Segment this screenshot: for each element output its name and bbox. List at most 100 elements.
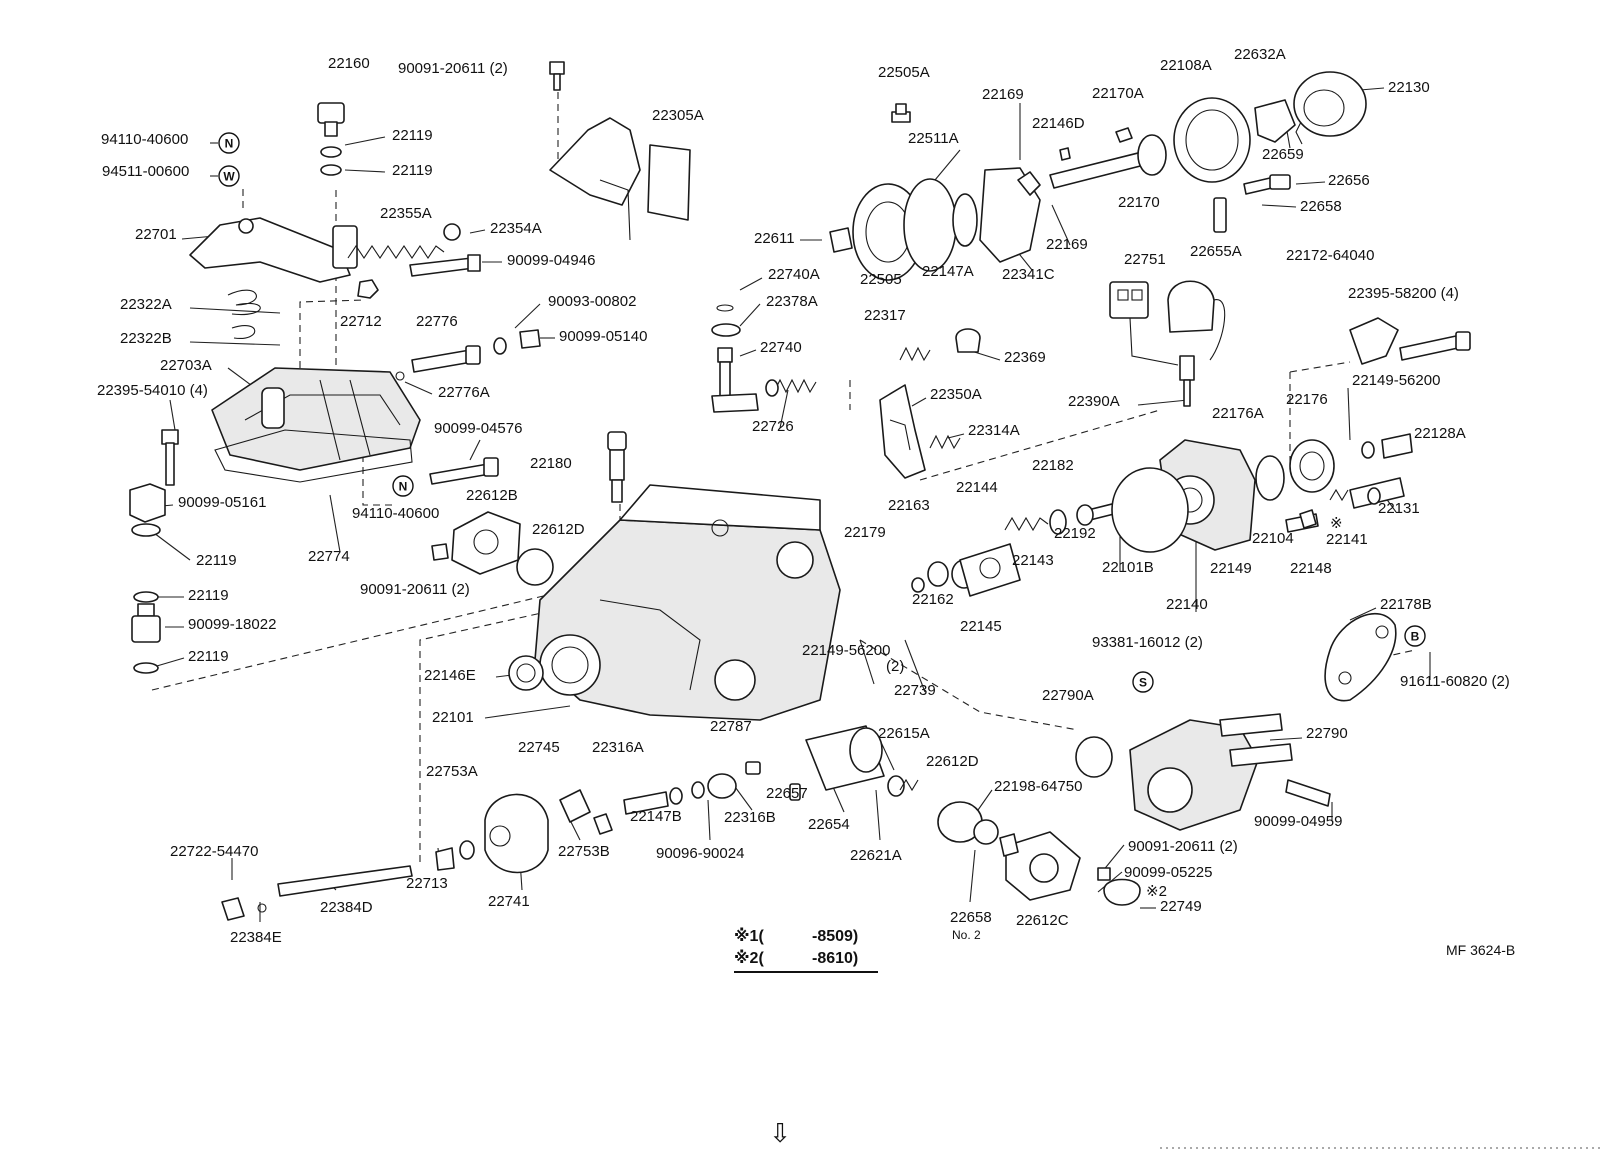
- part-number-label: (2): [886, 658, 904, 675]
- part-number-label: 94110-40600: [101, 131, 188, 148]
- circled-symbol-ring: [218, 165, 240, 187]
- circled-symbol-letter: N: [399, 480, 408, 494]
- part-screw-90099-04946: [409, 254, 481, 277]
- part-nut-22712: [357, 279, 379, 299]
- part-number-label: 22192: [1054, 525, 1096, 542]
- part-number-label: 22101B: [1102, 559, 1154, 576]
- part-number-label: 22169: [982, 86, 1024, 103]
- part-number-label: 22749: [1160, 898, 1202, 915]
- circled-symbol: N: [218, 132, 240, 154]
- part-number-label: 22612B: [466, 487, 518, 504]
- part-cap-90099-05161: [129, 483, 166, 537]
- leader-lines: [149, 87, 1431, 922]
- part-number-label: 22776A: [438, 384, 490, 401]
- part-number-label: 22104: [1252, 530, 1294, 547]
- part-number-label: 22148: [1290, 560, 1332, 577]
- part-number-label: 22119: [392, 127, 433, 144]
- circled-symbol: N: [392, 475, 414, 497]
- part-pump-body-22101: [534, 484, 841, 721]
- part-number-label: 22395-54010 (4): [97, 382, 208, 399]
- part-number-label: 22141: [1326, 531, 1368, 548]
- circled-symbol-letter: N: [225, 137, 234, 151]
- part-spring-22314A: [929, 434, 961, 450]
- part-number-label: 22390A: [1068, 393, 1120, 410]
- part-number-label: 22305A: [652, 107, 704, 124]
- part-number-label: 22713: [406, 875, 448, 892]
- part-number-label: 22163: [888, 497, 930, 514]
- circled-symbol-ring: [392, 475, 414, 497]
- diagram-reference-code: MF 3624-B: [1446, 942, 1515, 958]
- part-number-label: 22180: [530, 455, 572, 472]
- part-number-label: 90099-04576: [434, 420, 522, 437]
- part-number-label: 22776: [416, 313, 458, 330]
- part-bolts-22395-54010: [161, 429, 179, 486]
- part-number-label: 22701: [135, 226, 177, 243]
- part-bracket-22172: [1349, 317, 1471, 365]
- part-number-label: 22745: [518, 739, 560, 756]
- part-number-label: 22317: [864, 307, 906, 324]
- part-number-label: 22144: [956, 479, 998, 496]
- part-spring-22726: [765, 378, 817, 397]
- part-number-label: 94511-00600: [102, 163, 189, 180]
- part-number-label: 22790A: [1042, 687, 1094, 704]
- part-number-label: ※: [1330, 515, 1343, 532]
- part-number-label: 22316B: [724, 809, 776, 826]
- circled-symbol: W: [218, 165, 240, 187]
- part-number-label: 22145: [960, 618, 1002, 635]
- circled-symbols: N W N B S: [218, 132, 1426, 693]
- part-number-label: 90099-05161: [178, 494, 266, 511]
- part-number-label: 22384E: [230, 929, 282, 946]
- part-number-label: 22128A: [1414, 425, 1466, 442]
- part-number-label: 22176: [1286, 391, 1328, 408]
- part-number-label: 90093-00802: [548, 293, 636, 310]
- part-governor-cover: [211, 367, 421, 471]
- part-number-label: 22170: [1118, 194, 1160, 211]
- circled-symbol-letter: W: [223, 170, 235, 184]
- note-1-value: -8509): [812, 928, 858, 945]
- note-2-value: -8610): [812, 950, 858, 967]
- part-shaft-22170: [1049, 127, 1167, 189]
- part-number-label: 22119: [188, 648, 229, 665]
- part-number-label: 22612D: [926, 753, 979, 770]
- circled-symbol-ring: [218, 132, 240, 154]
- circled-symbol: B: [1404, 625, 1426, 647]
- part-number-label: 22612D: [532, 521, 585, 538]
- part-number-label: 22147A: [922, 263, 974, 280]
- part-number-label: 22741: [488, 893, 530, 910]
- part-number-label: 22101: [432, 709, 474, 726]
- circled-symbol-ring: [1132, 671, 1154, 693]
- part-number-label: 22615A: [878, 725, 930, 742]
- part-number-label: 22753A: [426, 763, 478, 780]
- part-number-label: 22130: [1388, 79, 1430, 96]
- part-number-label: 90091-20611 (2): [360, 581, 470, 598]
- part-number-label: 22655A: [1190, 243, 1242, 260]
- part-number-label: 22119: [196, 552, 237, 569]
- part-number-label: 90091-20611 (2): [398, 60, 508, 77]
- part-number-label: 22658: [1300, 198, 1342, 215]
- part-number-label: 22656: [1328, 172, 1370, 189]
- part-number-label: 90091-20611 (2): [1128, 838, 1238, 855]
- circled-symbol-letter: B: [1411, 630, 1420, 644]
- part-number-label: 22378A: [766, 293, 818, 310]
- circled-symbol-letter: S: [1139, 676, 1147, 690]
- part-number-label: 22176A: [1212, 405, 1264, 422]
- part-number-label: 22703A: [160, 357, 212, 374]
- part-number-label: 22722-54470: [170, 843, 258, 860]
- part-screw-90099-04576: [429, 457, 499, 485]
- part-number-label: 22341C: [1002, 266, 1055, 283]
- circled-symbol-ring: [1404, 625, 1426, 647]
- next-page-arrow[interactable]: ⇩: [769, 1119, 791, 1149]
- part-number-label: ※2: [1146, 883, 1167, 900]
- part-feed-pump-parts: [221, 761, 761, 921]
- part-number-label: 22753B: [558, 843, 610, 860]
- part-number-label: 22316A: [592, 739, 644, 756]
- part-number-label: 22108A: [1160, 57, 1212, 74]
- part-lever-22350A: [879, 384, 926, 479]
- part-number-label: 22119: [188, 587, 229, 604]
- part-valve-22180: [607, 431, 627, 503]
- part-number-label: 22790: [1306, 725, 1348, 742]
- part-springs-22322: [227, 289, 261, 339]
- part-number-label: 22140: [1166, 596, 1208, 613]
- circled-symbol: S: [1132, 671, 1154, 693]
